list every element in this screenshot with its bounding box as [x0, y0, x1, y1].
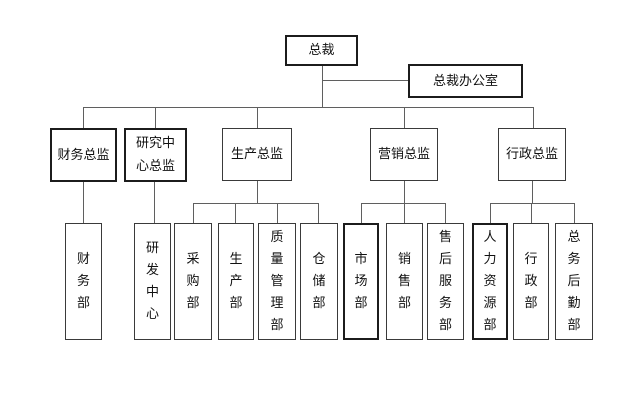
node-logistics-dept-label: 总务后勤部 [567, 229, 581, 333]
node-hr-dept: 人力资源部 [472, 223, 508, 340]
connector-drop-marketing-director [404, 107, 405, 128]
node-hr-dept-label: 人力资源部 [483, 229, 497, 333]
connector-drop-logistics-dept [574, 203, 575, 223]
node-president-office-label: 总裁办公室 [432, 73, 498, 89]
node-finance-dept-label: 财务部 [76, 251, 90, 311]
connector-president-drop [322, 66, 323, 107]
node-president-office: 总裁办公室 [408, 64, 523, 98]
node-production-director: 生产总监 [222, 128, 292, 181]
node-production-director-label: 生产总监 [230, 147, 283, 162]
node-production-dept: 生产部 [218, 223, 254, 340]
connector-marketing-sub-bus [361, 203, 446, 204]
node-procurement-dept: 采购部 [174, 223, 212, 340]
connector-drop-aftersales-dept [445, 203, 446, 223]
node-sales-dept-label: 销售部 [397, 251, 411, 311]
node-market-dept-label: 市场部 [354, 251, 368, 311]
node-quality-mgmt-dept: 质量管理部 [258, 223, 296, 340]
connector-finance-dept-link [83, 181, 84, 223]
connector-drop-production-dept [235, 203, 236, 223]
node-rd-center: 研发中心 [134, 223, 171, 340]
node-finance-director-label: 财务总监 [57, 147, 110, 163]
connector-production-group-drop [257, 180, 258, 203]
node-production-dept-label: 生产部 [229, 251, 243, 311]
connector-drop-sales-dept [404, 203, 405, 223]
connector-admin-group-drop [532, 181, 533, 203]
node-marketing-director-label: 营销总监 [377, 147, 430, 162]
connector-president-office-branch [322, 80, 408, 81]
connector-drop-admin-director [533, 107, 534, 128]
node-admin-dept: 行政部 [513, 223, 549, 340]
connector-rd-center-link [154, 181, 155, 223]
connector-drop-procurement-dept [193, 203, 194, 223]
node-admin-dept-label: 行政部 [524, 251, 538, 311]
node-warehouse-dept: 仓储部 [300, 223, 338, 340]
connector-drop-production-director [257, 107, 258, 128]
node-rd-center-label: 研发中心 [145, 240, 159, 322]
connector-admin-sub-bus [490, 203, 574, 204]
connector-directors-bus [83, 107, 533, 108]
connector-drop-hr-dept [490, 203, 491, 223]
node-procurement-dept-label: 采购部 [186, 251, 200, 311]
connector-drop-market-dept [361, 203, 362, 223]
connector-drop-research-director [155, 107, 156, 128]
connector-drop-warehouse-dept [318, 203, 319, 223]
connector-drop-finance-director [83, 107, 84, 128]
node-president-label: 总裁 [308, 43, 335, 58]
connector-marketing-group-drop [404, 181, 405, 203]
node-warehouse-dept-label: 仓储部 [312, 251, 326, 311]
node-research-center-director-label: 研究中心总监 [135, 136, 175, 174]
connector-drop-admin-dept [531, 203, 532, 223]
node-admin-director-label: 行政总监 [505, 147, 558, 162]
node-marketing-director: 营销总监 [370, 128, 438, 181]
node-admin-director: 行政总监 [498, 128, 566, 181]
node-finance-dept: 财务部 [65, 223, 102, 340]
connector-production-sub-bus [193, 203, 319, 204]
node-sales-dept: 销售部 [386, 223, 423, 340]
node-president: 总裁 [285, 35, 358, 66]
node-aftersales-dept-label: 售后服务部 [438, 229, 452, 333]
node-aftersales-dept: 售后服务部 [427, 223, 464, 340]
node-finance-director: 财务总监 [50, 128, 117, 182]
node-market-dept: 市场部 [343, 223, 379, 340]
node-research-center-director: 研究中心总监 [124, 128, 187, 182]
node-quality-mgmt-dept-label: 质量管理部 [270, 229, 284, 333]
node-logistics-dept: 总务后勤部 [555, 223, 593, 340]
connector-drop-quality-dept [277, 203, 278, 223]
